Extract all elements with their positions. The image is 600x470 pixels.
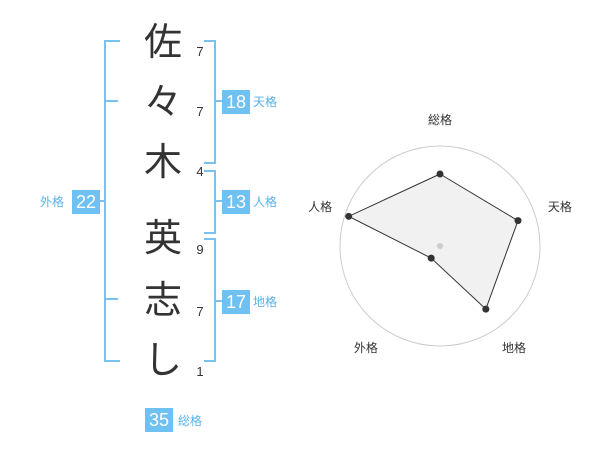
jinkaku-bracket [204, 170, 216, 234]
name-char-2: 々 [143, 80, 182, 124]
gaikaku-bracket [104, 40, 120, 362]
chikaku-connector [214, 300, 222, 302]
stroke-count-5: 7 [196, 304, 204, 319]
radar-point-1 [436, 170, 444, 178]
tenkaku-value-badge: 18 [222, 90, 251, 114]
radar-axis-label-3: 地格 [502, 340, 526, 355]
name-char-4: 英 [143, 216, 182, 260]
radar-axis-label-5: 人格 [308, 199, 332, 214]
gaikaku-bracket-mid-tick-2 [104, 298, 118, 300]
tenkaku-bracket [204, 40, 216, 164]
chikaku-label: 地格 [253, 295, 278, 309]
gaikaku-label: 外格 [40, 195, 65, 209]
stroke-count-1: 7 [196, 44, 204, 59]
soukaku-label: 総格 [178, 414, 203, 428]
radar-point-2 [514, 217, 522, 225]
stroke-count-6: 1 [196, 364, 204, 379]
name-char-3: 木 [143, 140, 182, 184]
radar-center-dot [437, 243, 443, 249]
radar-point-3 [482, 305, 490, 313]
jinkaku-value-badge: 13 [222, 190, 251, 214]
jinkaku-label: 人格 [253, 195, 278, 209]
name-char-5: 志 [143, 278, 182, 322]
name-char-1: 佐 [143, 20, 182, 64]
stroke-count-4: 9 [196, 242, 204, 257]
chikaku-value-badge: 17 [222, 290, 251, 314]
gaikaku-bracket-mid-tick-1 [104, 100, 118, 102]
stroke-count-2: 7 [196, 104, 204, 119]
stroke-count-3: 4 [196, 164, 204, 179]
tenkaku-label: 天格 [253, 95, 278, 109]
radar-axis-label-1: 総格 [428, 112, 452, 127]
tenkaku-connector [214, 100, 222, 102]
radar-axis-label-2: 天格 [548, 199, 572, 214]
name-char-6: し [143, 338, 182, 382]
radar-polygon [347, 173, 519, 310]
soukaku-value-badge: 35 [145, 408, 174, 432]
radar-point-5 [345, 212, 353, 220]
radar-axis-label-4: 外格 [354, 340, 378, 355]
gaikaku-value-badge: 22 [72, 190, 101, 214]
jinkaku-connector [214, 200, 222, 202]
radar-point-4 [427, 254, 435, 262]
